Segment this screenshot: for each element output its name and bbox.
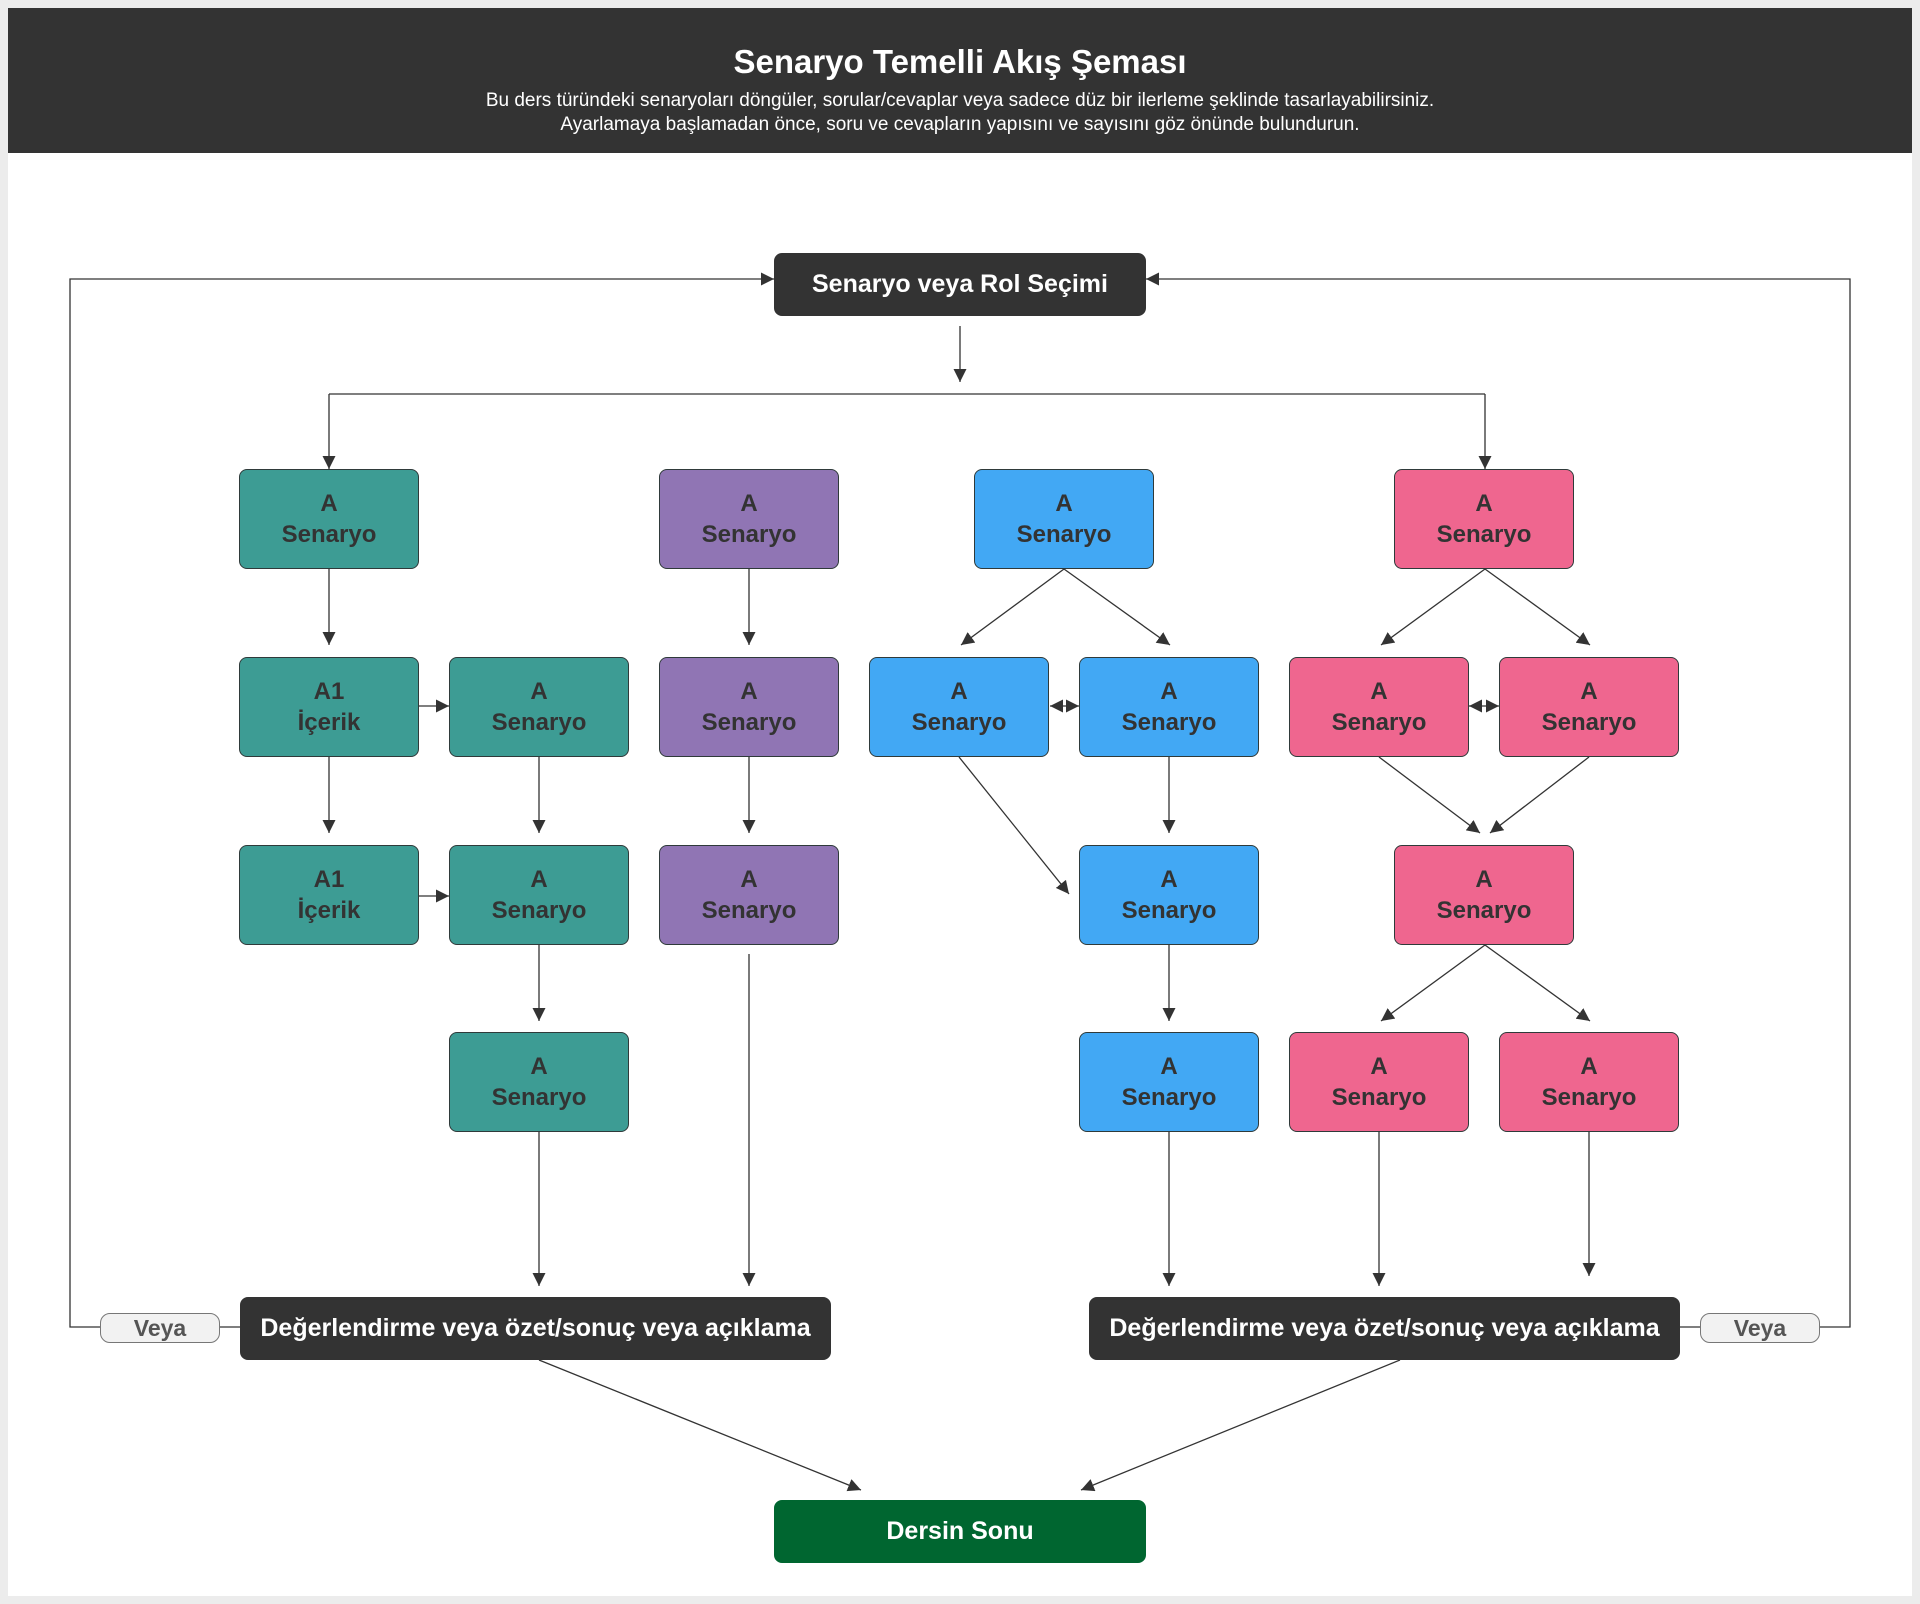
connector-pink-4-6: [1484, 944, 1591, 1022]
purple-node-1-line2: Senaryo: [701, 521, 797, 548]
purple-node-3-line1: A: [740, 866, 758, 893]
or-label-right: Veya: [1700, 1313, 1820, 1343]
page-title: Senaryo Temelli Akış Şeması: [733, 43, 1187, 80]
pink-node-2[interactable]: A Senaryo: [1289, 657, 1469, 757]
evaluation-node-right-label: Değerlendirme veya özet/sonuç veya açıkl…: [1109, 1314, 1660, 1342]
connector-loop-left: [69, 272, 774, 1328]
pink-node-2-line1: A: [1370, 678, 1388, 705]
blue-node-5-line2: Senaryo: [1121, 1084, 1217, 1111]
blue-node-2-line2: Senaryo: [911, 709, 1007, 736]
purple-node-1-line1: A: [740, 490, 758, 517]
purple-node-2-line2: Senaryo: [701, 709, 797, 736]
pink-node-6[interactable]: A Senaryo: [1499, 1032, 1679, 1132]
teal-node-6-line2: Senaryo: [491, 1084, 587, 1111]
blue-node-3[interactable]: A Senaryo: [1079, 657, 1259, 757]
connector-pink-4-5: [1380, 944, 1486, 1022]
teal-node-2-line2: İçerik: [297, 709, 361, 736]
pink-node-3[interactable]: A Senaryo: [1499, 657, 1679, 757]
or-label-left-text: Veya: [133, 1314, 187, 1341]
teal-node-1-line2: Senaryo: [281, 521, 377, 548]
purple-node-1[interactable]: A Senaryo: [659, 469, 839, 569]
evaluation-node-left-label: Değerlendirme veya özet/sonuç veya açıkl…: [260, 1314, 811, 1342]
pink-node-6-line2: Senaryo: [1541, 1084, 1637, 1111]
page-subtitle-line-1: Bu ders türündeki senaryoları döngüler, …: [485, 90, 1435, 111]
connector-loop-right: [1146, 272, 1851, 1328]
connector-pink-1-3: [1484, 568, 1591, 646]
end-node-lesson-end[interactable]: Dersin Sonu: [774, 1500, 1146, 1563]
start-node-scenario-selection[interactable]: Senaryo veya Rol Seçimi: [774, 253, 1146, 316]
teal-node-3-line2: Senaryo: [491, 709, 587, 736]
connector-blue-1-2: [960, 568, 1065, 646]
blue-node-5[interactable]: A Senaryo: [1079, 1032, 1259, 1132]
connector-blue-2-4: [958, 756, 1070, 895]
teal-node-4-line1: A1: [313, 866, 345, 893]
pink-node-1-line1: A: [1475, 490, 1493, 517]
pink-node-5-line1: A: [1370, 1053, 1388, 1080]
blue-node-2[interactable]: A Senaryo: [869, 657, 1049, 757]
pink-node-6-line1: A: [1580, 1053, 1598, 1080]
header-banner: Senaryo Temelli Akış Şeması Bu ders türü…: [8, 8, 1912, 153]
pink-node-3-line2: Senaryo: [1541, 709, 1637, 736]
evaluation-node-right[interactable]: Değerlendirme veya özet/sonuç veya açıkl…: [1089, 1297, 1680, 1360]
or-label-right-text: Veya: [1733, 1314, 1787, 1341]
teal-node-1-line1: A: [320, 490, 338, 517]
teal-node-5-line2: Senaryo: [491, 897, 587, 924]
teal-node-4[interactable]: A1 İçerik: [239, 845, 419, 945]
evaluation-node-left[interactable]: Değerlendirme veya özet/sonuç veya açıkl…: [240, 1297, 831, 1360]
teal-node-3[interactable]: A Senaryo: [449, 657, 629, 757]
pink-node-5-line2: Senaryo: [1331, 1084, 1427, 1111]
pink-node-4-line1: A: [1475, 866, 1493, 893]
pink-node-3-line1: A: [1580, 678, 1598, 705]
pink-node-2-line2: Senaryo: [1331, 709, 1427, 736]
teal-node-4-line2: İçerik: [297, 897, 361, 924]
teal-node-6-line1: A: [530, 1053, 548, 1080]
or-label-left: Veya: [100, 1313, 220, 1343]
blue-node-4[interactable]: A Senaryo: [1079, 845, 1259, 945]
purple-node-2[interactable]: A Senaryo: [659, 657, 839, 757]
teal-node-5[interactable]: A Senaryo: [449, 845, 629, 945]
blue-node-4-line1: A: [1160, 866, 1178, 893]
connector-pink-3-4: [1489, 756, 1590, 834]
pink-node-4[interactable]: A Senaryo: [1394, 845, 1574, 945]
teal-node-5-line1: A: [530, 866, 548, 893]
teal-node-3-line1: A: [530, 678, 548, 705]
teal-node-1[interactable]: A Senaryo: [239, 469, 419, 569]
blue-node-5-line1: A: [1160, 1053, 1178, 1080]
connector-blue-1-3: [1063, 568, 1171, 646]
teal-node-2-line1: A1: [313, 678, 345, 705]
blue-node-1[interactable]: A Senaryo: [974, 469, 1154, 569]
teal-node-6[interactable]: A Senaryo: [449, 1032, 629, 1132]
purple-node-2-line1: A: [740, 678, 758, 705]
start-node-label: Senaryo veya Rol Seçimi: [812, 270, 1108, 298]
pink-node-1[interactable]: A Senaryo: [1394, 469, 1574, 569]
connector-pink-2-4: [1378, 756, 1481, 834]
connector-pink-1-2: [1380, 568, 1486, 646]
blue-node-4-line2: Senaryo: [1121, 897, 1217, 924]
teal-node-2[interactable]: A1 İçerik: [239, 657, 419, 757]
pink-node-4-line2: Senaryo: [1436, 897, 1532, 924]
purple-node-3[interactable]: A Senaryo: [659, 845, 839, 945]
blue-node-1-line1: A: [1055, 490, 1073, 517]
blue-node-3-line1: A: [1160, 678, 1178, 705]
pink-node-5[interactable]: A Senaryo: [1289, 1032, 1469, 1132]
pink-node-1-line2: Senaryo: [1436, 521, 1532, 548]
connector-eval-right-end: [1080, 1359, 1401, 1492]
purple-node-3-line2: Senaryo: [701, 897, 797, 924]
blue-node-2-line1: A: [950, 678, 968, 705]
end-node-label: Dersin Sonu: [886, 1517, 1034, 1545]
blue-node-1-line2: Senaryo: [1016, 521, 1112, 548]
page-subtitle-line-2: Ayarlamaya başlamadan önce, soru ve ceva…: [560, 114, 1360, 135]
connector-eval-left-end: [538, 1359, 862, 1492]
blue-node-3-line2: Senaryo: [1121, 709, 1217, 736]
